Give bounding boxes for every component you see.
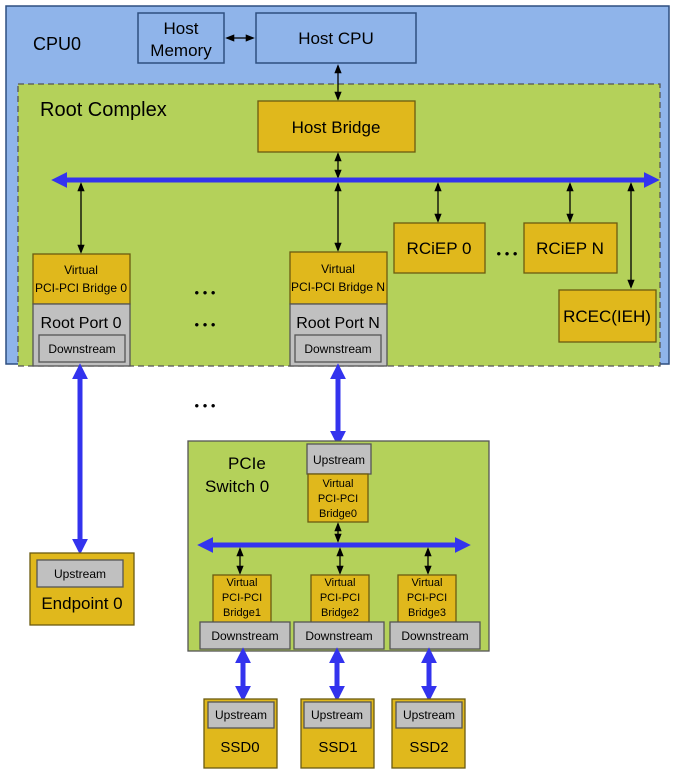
switch-bridge1-line2: PCI-PCI xyxy=(222,592,262,604)
switch-bridge2-line3: Bridge2 xyxy=(321,607,359,619)
endpoint-0: Upstream Endpoint 0 xyxy=(29,552,135,626)
root-port-0-label: Root Port 0 xyxy=(41,315,122,332)
switch-bridge2-line1: Virtual xyxy=(325,577,356,589)
virtual-bridge-0-box xyxy=(32,253,131,305)
root-port-ellipsis-2: • • • xyxy=(195,317,216,332)
ssd-0: Upstream SSD0 xyxy=(203,698,278,769)
virtual-bridge-0-line1: Virtual xyxy=(64,263,98,277)
root-port-ellipsis-1: • • • xyxy=(195,285,216,300)
ssd-1: Upstream SSD1 xyxy=(300,698,375,769)
root-port-n-downstream xyxy=(294,334,382,363)
root-port-n-label: Root Port N xyxy=(296,315,380,332)
switch-bridge0-line2: PCI-PCI xyxy=(318,493,358,505)
virtual-bridge-n-box xyxy=(289,251,388,305)
host-memory-box xyxy=(137,12,225,64)
switch-bridge3-line3: Bridge3 xyxy=(408,607,446,619)
host-memory-label-line2: Memory xyxy=(150,41,212,60)
pcie-switch-title-line2: Switch 0 xyxy=(205,477,269,496)
rciep-ellipsis: • • • xyxy=(497,246,518,261)
host-cpu-box xyxy=(255,12,417,64)
switch-downstream-1-label: Downstream xyxy=(211,629,278,643)
root-port-0-downstream xyxy=(38,334,126,363)
rciepn-box xyxy=(523,222,618,274)
host-memory-label-line1: Host xyxy=(164,19,199,38)
pcie-switch-title-line1: PCIe xyxy=(228,454,266,473)
ssd2-label: SSD2 xyxy=(409,739,448,756)
switch-bridge0-line3: Bridge0 xyxy=(319,508,357,520)
ssd1-upstream-label: Upstream xyxy=(311,708,363,722)
rcec-label: RCEC(IEH) xyxy=(563,307,651,326)
switch-bridge3-line1: Virtual xyxy=(412,577,443,589)
switch-bridge1-line1: Virtual xyxy=(227,577,258,589)
endpoint-0-label: Endpoint 0 xyxy=(41,594,122,613)
switch-downstream-3-label: Downstream xyxy=(401,629,468,643)
host-bridge-label: Host Bridge xyxy=(292,118,381,137)
endpoint-0-upstream xyxy=(36,559,124,588)
ssd0-upstream-label: Upstream xyxy=(215,708,267,722)
virtual-bridge-n-line1: Virtual xyxy=(321,262,355,276)
ssd1-upstream xyxy=(303,701,372,729)
ssd-2: Upstream SSD2 xyxy=(391,698,466,769)
host-bridge-box xyxy=(257,100,416,153)
root-port-n-downstream-label: Downstream xyxy=(304,342,371,356)
root-port-n: Virtual PCI-PCI Bridge N Root Port N Dow… xyxy=(289,251,388,367)
rciep0-box xyxy=(393,222,486,274)
cpu0-title: CPU0 xyxy=(33,34,81,54)
host-cpu-label: Host CPU xyxy=(298,29,374,48)
switch-downstream-2-label: Downstream xyxy=(305,629,372,643)
switch-bridge2-line2: PCI-PCI xyxy=(320,592,360,604)
ssd0-label: SSD0 xyxy=(220,739,259,756)
ssd1-label: SSD1 xyxy=(318,739,357,756)
root-port-0: Virtual PCI-PCI Bridge 0 Root Port 0 Dow… xyxy=(32,253,131,367)
switch-downstream-2 xyxy=(293,621,385,650)
virtual-bridge-n-line2: PCI-PCI Bridge N xyxy=(291,280,385,294)
rciep0-label: RCiEP 0 xyxy=(407,239,472,258)
rcec-box xyxy=(558,289,657,343)
switch-bridge0-line1: Virtual xyxy=(323,478,354,490)
switch-bridge3-line2: PCI-PCI xyxy=(407,592,447,604)
ssd2-upstream-label: Upstream xyxy=(403,708,455,722)
root-port-0-downstream-label: Downstream xyxy=(48,342,115,356)
rciepn-label: RCiEP N xyxy=(536,239,604,258)
endpoint-0-upstream-label: Upstream xyxy=(54,567,106,581)
switch-upstream-port xyxy=(306,443,372,475)
outside-ellipsis: • • • xyxy=(195,398,216,413)
switch-bridge1-line3: Bridge1 xyxy=(223,607,261,619)
virtual-bridge-0-line2: PCI-PCI Bridge 0 xyxy=(35,281,127,295)
switch-upstream-label: Upstream xyxy=(313,453,365,467)
ssd0-upstream xyxy=(207,701,275,729)
switch-bridge0-box xyxy=(307,473,369,523)
root-complex-title: Root Complex xyxy=(40,99,167,121)
ssd2-upstream xyxy=(395,701,463,729)
